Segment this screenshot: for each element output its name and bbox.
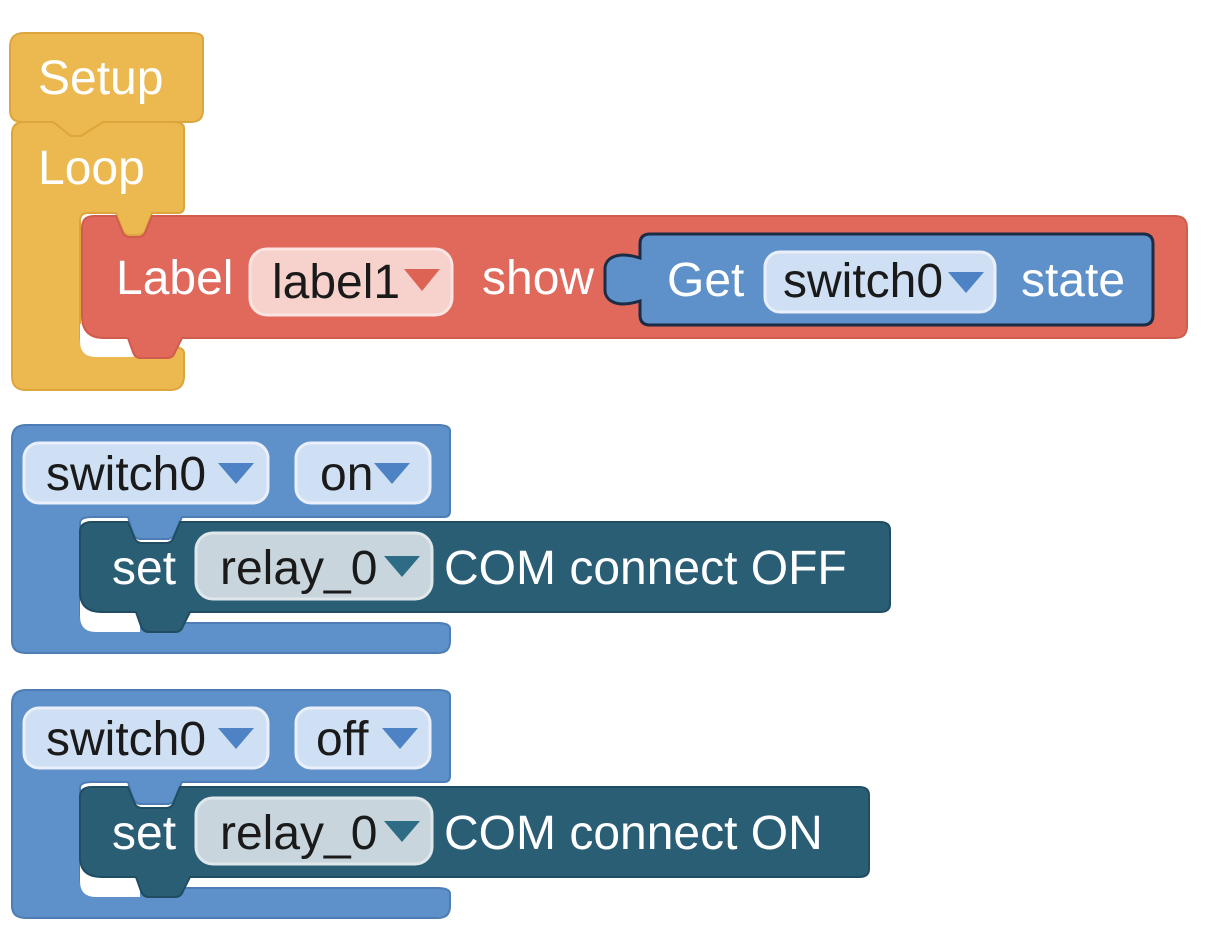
dropdown-arrow-icon <box>404 269 440 291</box>
get-device-dropdown-value: switch0 <box>783 255 943 308</box>
dropdown-arrow-icon <box>384 556 420 577</box>
get-state-prefix: Get <box>667 254 744 307</box>
switch-state-dropdown-value: off <box>316 713 369 766</box>
switch-device-dropdown-value: switch0 <box>46 448 206 501</box>
dropdown-arrow-icon <box>382 728 418 749</box>
label-show-suffix: show <box>482 252 594 305</box>
label-dropdown-value: label1 <box>272 256 400 309</box>
dropdown-arrow-icon <box>384 821 420 842</box>
dropdown-arrow-icon <box>218 728 254 749</box>
switch-state-dropdown[interactable]: on <box>294 441 432 505</box>
relay-dropdown[interactable]: relay_0 <box>194 796 434 866</box>
dropdown-arrow-icon <box>374 463 410 484</box>
set-relay-on-prefix: set <box>112 807 176 860</box>
relay-dropdown[interactable]: relay_0 <box>194 531 434 601</box>
switch-device-dropdown[interactable]: switch0 <box>22 706 270 770</box>
set-relay-on-suffix: COM connect ON <box>444 807 823 860</box>
switch-state-dropdown[interactable]: off <box>294 706 432 770</box>
get-device-dropdown[interactable]: switch0 <box>763 250 997 314</box>
switch-device-dropdown[interactable]: switch0 <box>22 441 270 505</box>
label-show-prefix: Label <box>116 252 233 305</box>
get-device-dropdown-field <box>763 250 997 314</box>
main-program-stack: Setup Loop Label label1 show Get switch0… <box>9 32 1188 391</box>
switch-device-dropdown-value: switch0 <box>46 713 206 766</box>
switch-device-dropdown-field <box>22 706 270 770</box>
switch-state-dropdown-field <box>294 441 432 505</box>
label-dropdown[interactable]: label1 <box>248 247 454 317</box>
loop-block-label: Loop <box>38 142 145 195</box>
switch-on-handler-stack: switch0 on set relay_0 COM connect OFF <box>11 424 891 654</box>
relay-dropdown-value: relay_0 <box>220 807 377 860</box>
dropdown-arrow-icon <box>948 272 984 293</box>
dropdown-arrow-icon <box>218 463 254 484</box>
get-state-suffix: state <box>1021 254 1125 307</box>
switch-off-handler-stack: switch0 off set relay_0 COM connect ON <box>11 689 870 919</box>
relay-dropdown-field <box>194 796 434 866</box>
relay-dropdown-value: relay_0 <box>220 542 377 595</box>
label-dropdown-field <box>248 247 454 317</box>
set-relay-off-suffix: COM connect OFF <box>444 542 847 595</box>
set-relay-off-prefix: set <box>112 542 176 595</box>
switch-state-dropdown-value: on <box>320 448 373 501</box>
switch-device-dropdown-field <box>22 441 270 505</box>
relay-dropdown-field <box>194 531 434 601</box>
switch-state-dropdown-field <box>294 706 432 770</box>
setup-block-label: Setup <box>38 52 163 105</box>
